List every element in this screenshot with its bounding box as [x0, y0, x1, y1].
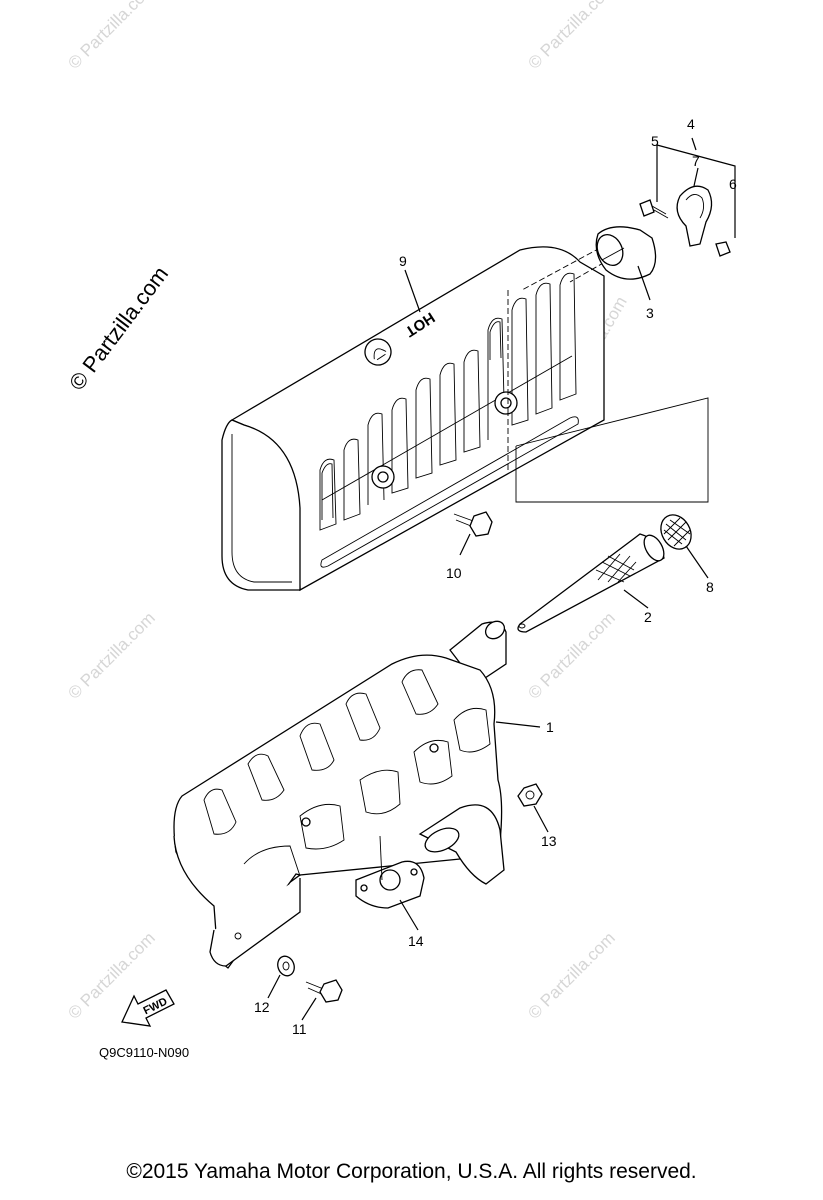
callouts: 1 2 3 4 5 6 7 8 9 10 11 12 13 14: [254, 116, 737, 1037]
callout-8: 8: [706, 579, 714, 595]
main-watermark: © Partzilla.com: [64, 262, 173, 395]
clamp-assembly: [639, 185, 731, 257]
diagram-code: Q9C9110-N090: [99, 1045, 189, 1060]
callout-1: 1: [546, 719, 554, 735]
copyright-notice: ©2015 Yamaha Motor Corporation, U.S.A. A…: [126, 1160, 697, 1183]
callout-9: 9: [399, 253, 407, 269]
callout-11: 11: [292, 1021, 307, 1037]
callout-3: 3: [646, 305, 654, 321]
heat-cover: HOT: [221, 246, 605, 592]
leader-lines: [267, 265, 709, 1021]
callout-10: 10: [446, 565, 462, 581]
alignment-lines: [507, 247, 613, 470]
watermark: © Partzilla.com: [64, 0, 158, 73]
watermark: © Partzilla.com: [524, 0, 618, 73]
end-cap: [595, 226, 657, 280]
bolt-11: [305, 979, 343, 1003]
callout-14: 14: [408, 933, 424, 949]
watermark: © Partzilla.com: [64, 608, 158, 702]
callout-4: 4: [687, 116, 695, 132]
callout-2: 2: [644, 609, 652, 625]
callout-6: 6: [729, 176, 737, 192]
callout-7: 7: [692, 153, 700, 169]
washer-12: [277, 955, 295, 977]
gasket: [355, 835, 425, 909]
forward-arrow-icon: FWD: [121, 989, 175, 1027]
callout-5: 5: [651, 133, 659, 149]
nut: [517, 783, 543, 807]
bolt-10: [453, 511, 493, 537]
callout-12: 12: [254, 999, 270, 1015]
spark-arrester: [517, 533, 665, 633]
screen: [660, 514, 692, 550]
fwd-label: FWD: [142, 996, 170, 1018]
watermark: © Partzilla.com: [524, 928, 618, 1022]
muffler: [173, 620, 507, 969]
callout-13: 13: [541, 833, 557, 849]
